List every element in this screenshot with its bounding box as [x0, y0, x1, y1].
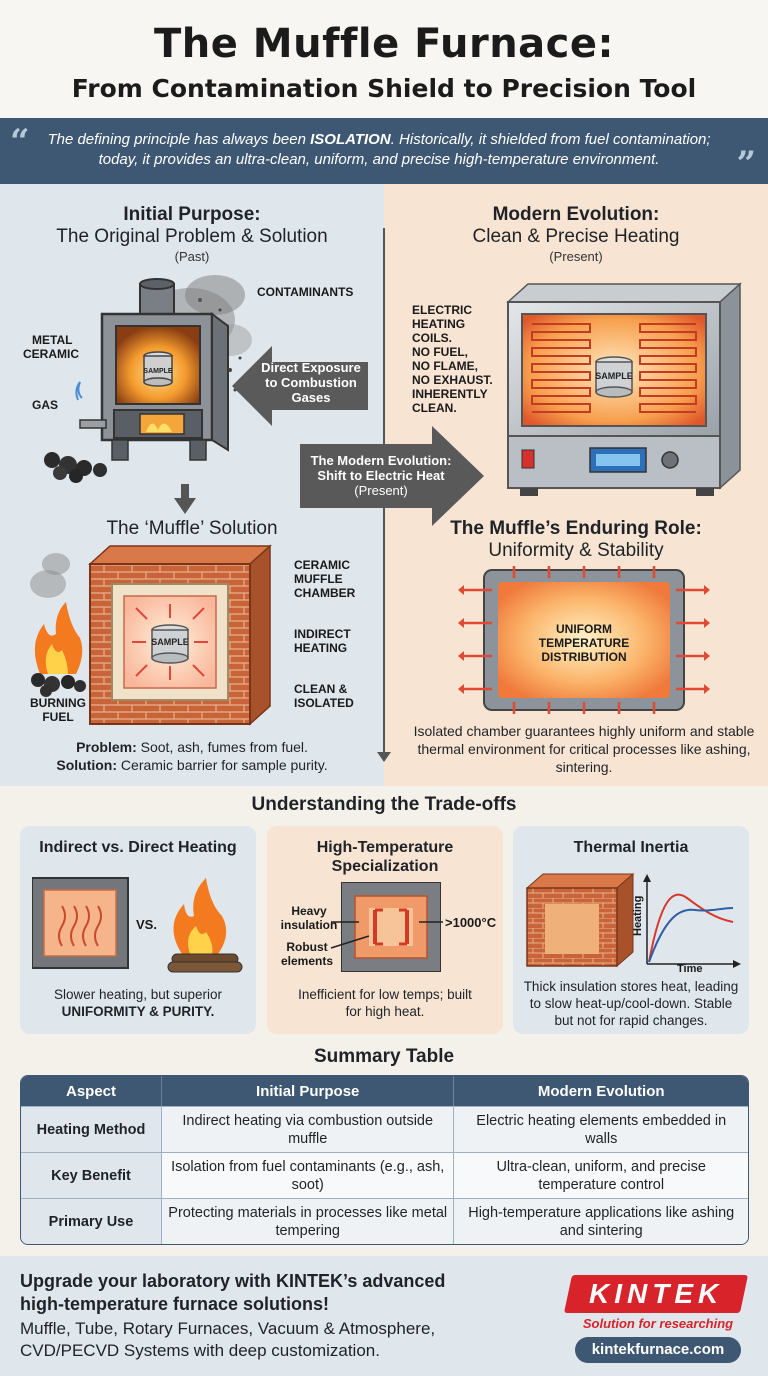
present-subtitle: Clean & Precise Heating [472, 226, 680, 247]
table-cell: Ultra-clean, uniform, and precise temper… [453, 1152, 748, 1198]
table-row: Primary Use Protecting materials in proc… [21, 1198, 748, 1244]
heavy-insulation-label: Heavy insulation [280, 904, 338, 932]
tradeoff-card-title: High-Temperature Specialization [316, 839, 454, 875]
quote-text: The defining principle has always been I… [47, 131, 711, 168]
enduring-role-title: The Muffle’s Enduring Role: [450, 518, 702, 539]
heating-curve-chart [648, 893, 734, 963]
enduring-role-subtitle: Uniformity & Stability [488, 540, 664, 561]
ceramic-label: CERAMIC [23, 347, 79, 361]
muffle-sample-label: SAMPLE [151, 637, 189, 647]
electric-furnace-illustration: SAMPLE [506, 282, 742, 496]
clean-isolated-label: CLEAN & ISOLATED [294, 682, 354, 710]
column-header: Modern Evolution [453, 1076, 748, 1106]
modern-evolution-arrow-icon [300, 426, 484, 526]
indirect-heating-label: INDIRECT HEATING [294, 627, 351, 655]
brick-muffle-illustration: SAMPLE [30, 544, 272, 726]
table-cell: Heating Method [21, 1106, 161, 1152]
summary-table-title: Summary Table [313, 1046, 455, 1067]
past-heading: Initial Purpose: The Original Problem & … [0, 204, 384, 266]
table-cell: Isolation from fuel contaminants (e.g., … [161, 1152, 454, 1198]
table-cell: Electric heating elements embedded in wa… [453, 1106, 748, 1152]
tradeoff-card-title: Indirect vs. Direct Heating [39, 839, 237, 856]
problem-solution-caption: Problem: Soot, ash, fumes from fuel. Sol… [56, 739, 328, 773]
present-period: (Present) [549, 249, 603, 264]
temperature-label: >1000°C [445, 915, 497, 930]
table-cell: High-temperature applications like ashin… [453, 1198, 748, 1244]
table-cell: Key Benefit [21, 1152, 161, 1198]
table-row: Key Benefit Isolation from fuel contamin… [21, 1152, 748, 1198]
burning-fuel-label: BURNING FUEL [30, 696, 86, 724]
metal-label: METAL [32, 333, 73, 347]
robust-elements-label: Robust elements [280, 940, 334, 968]
modern-evolution-arrow-text: The Modern Evolution: Shift to Electric … [310, 453, 452, 498]
tradeoff-card-description: Slower heating, but superior UNIFORMITY … [53, 987, 223, 1019]
tradeoffs-title: Understanding the Trade-offs [251, 794, 517, 815]
tradeoff-card-thermal-inertia: Thermal Inertia Heating Time Thick insul… [513, 826, 749, 1034]
past-subtitle: The Original Problem & Solution [56, 226, 328, 247]
kintek-tagline: Solution for researching [582, 1316, 734, 1331]
tradeoff-card-description: Thick insulation stores heat, leading to… [523, 979, 739, 1028]
summary-table: Aspect Initial Purpose Modern Evolution … [20, 1075, 749, 1245]
close-quote-icon: ” [736, 144, 756, 184]
present-title: Modern Evolution: [492, 204, 660, 225]
gas-label: GAS [32, 398, 59, 412]
uniform-distribution-label: UNIFORM TEMPERATURE DISTRIBUTION [538, 622, 630, 664]
page-subtitle: From Contamination Shield to Precision T… [71, 74, 697, 103]
tradeoff-card-indirect: Indirect vs. Direct Heating VS. Slower h… [20, 826, 256, 1034]
down-arrow-icon [174, 484, 196, 514]
slow-heating-curve [648, 907, 734, 963]
high-temperature-chamber-illustration [341, 882, 441, 972]
direct-exposure-text: Direct Exposure to Combustion Gases [261, 360, 361, 405]
enduring-role-heading: The Muffle’s Enduring Role: Uniformity &… [384, 518, 768, 562]
thermal-inertia-illustration [525, 872, 741, 968]
muffle-solution-title: The ‘Muffle’ Solution [106, 518, 278, 539]
timeline-arrow-icon [377, 752, 391, 762]
kintek-logo[interactable]: KINTEK Solution for researching kintekfu… [563, 1275, 749, 1363]
principle-quote-banner: “ The defining principle has always been… [0, 118, 768, 184]
indirect-vs-direct-illustration [32, 877, 243, 973]
uniform-chamber-illustration [458, 566, 710, 714]
footer-products: Muffle, Tube, Rotary Furnaces, Vacuum & … [20, 1319, 436, 1360]
table-cell: Indirect heating via combustion outside … [161, 1106, 454, 1152]
chart-y-axis-label: Heating [632, 895, 644, 936]
tradeoff-card-high-temperature: High-Temperature Specialization Heavy in… [267, 826, 503, 1034]
table-row: Heating Method Indirect heating via comb… [21, 1106, 748, 1152]
past-period: (Past) [174, 249, 210, 264]
present-heading: Modern Evolution: Clean & Precise Heatin… [384, 204, 768, 266]
enduring-role-caption: Isolated chamber guarantees highly unifo… [413, 723, 755, 775]
electric-sample-label: SAMPLE [595, 371, 633, 381]
column-header: Initial Purpose [161, 1076, 454, 1106]
website-link[interactable]: kintekfurnace.com [575, 1337, 741, 1363]
past-title: Initial Purpose: [123, 204, 261, 225]
electric-coils-note: ELECTRIC HEATING COILS. NO FUEL, NO FLAM… [412, 303, 493, 415]
table-cell: Primary Use [21, 1198, 161, 1244]
open-quote-icon: “ [10, 122, 30, 162]
page-title: The Muffle Furnace: [153, 21, 614, 67]
tradeoff-card-description: Inefficient for low temps; built for hig… [298, 987, 472, 1019]
column-header: Aspect [21, 1076, 161, 1106]
ceramic-muffle-chamber-label: CERAMIC MUFFLE CHAMBER [294, 558, 356, 600]
fuel-furnace-illustration: SAMPLE [44, 275, 252, 483]
muffle-solution-heading: The ‘Muffle’ Solution [0, 518, 384, 540]
chart-x-axis-label: Time [677, 963, 703, 975]
direct-exposure-arrow-icon [232, 346, 368, 426]
table-cell: Protecting materials in processes like m… [161, 1198, 454, 1244]
page-header: The Muffle Furnace: From Contamination S… [0, 0, 768, 118]
vs-label: VS. [136, 917, 157, 932]
old-sample-label: SAMPLE [143, 368, 173, 375]
fast-heating-curve [648, 893, 734, 963]
table-header-row: Aspect Initial Purpose Modern Evolution [21, 1076, 748, 1106]
kintek-logo-mark: KINTEK [563, 1275, 749, 1313]
label-arrows-icon [330, 921, 443, 949]
tradeoff-card-title: Thermal Inertia [573, 839, 689, 856]
footer-cta: Upgrade your laboratory with KINTEK’s ad… [20, 1271, 446, 1314]
contaminants-label: CONTAMINANTS [257, 285, 354, 299]
